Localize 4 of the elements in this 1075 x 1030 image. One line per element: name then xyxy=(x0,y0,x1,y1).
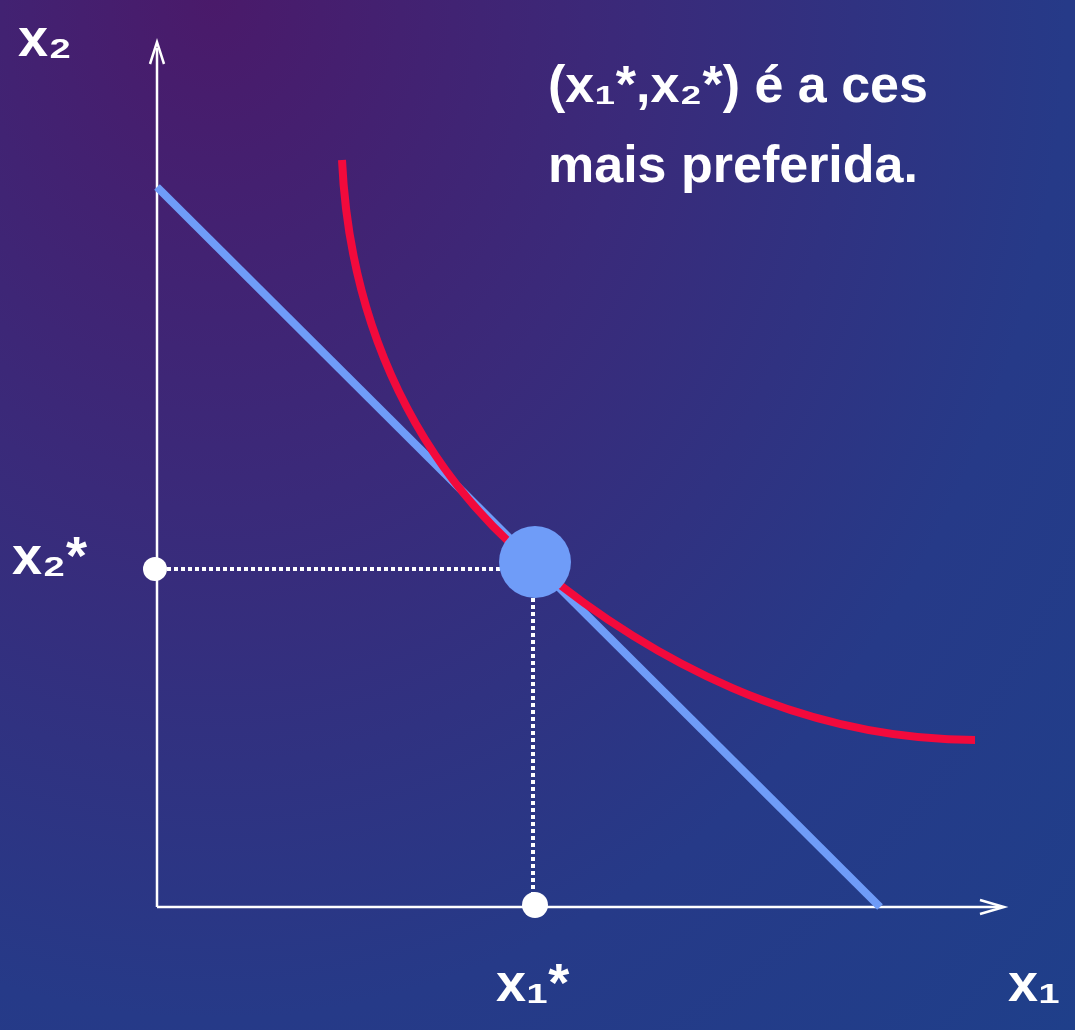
axis-label: x₂ xyxy=(18,10,73,64)
axis-value-label: x₁* xyxy=(496,955,570,1009)
axis-value-label: x₂* xyxy=(12,528,88,582)
axis-label: x₁ xyxy=(1008,955,1061,1009)
